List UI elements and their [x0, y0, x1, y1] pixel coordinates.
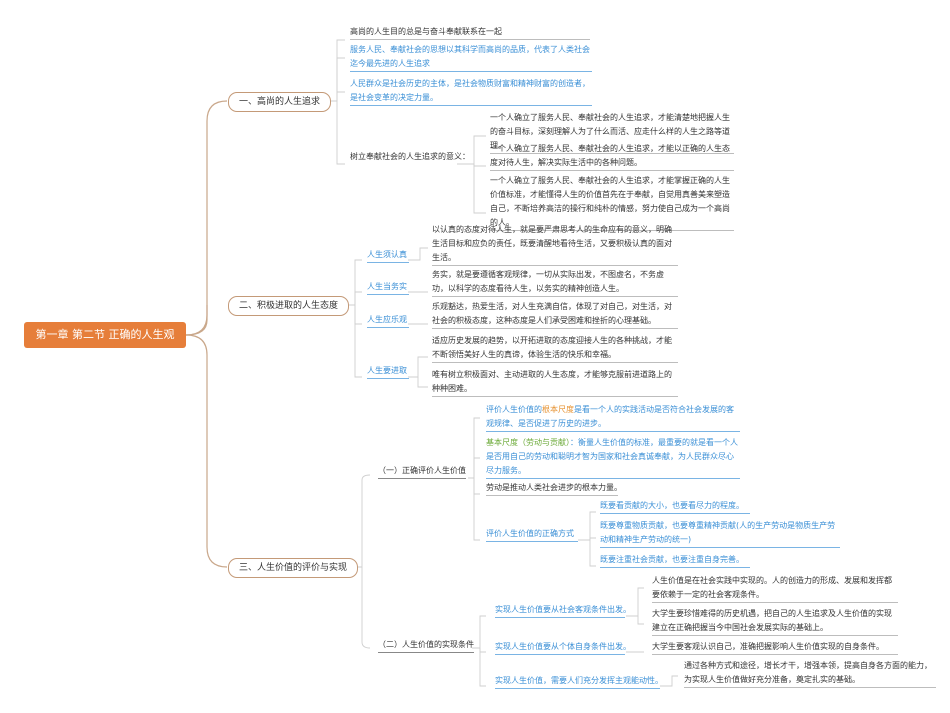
s3-method-2: 既要尊重物质贡献，也要尊重精神贡献(人的生产劳动是物质生产劳动和精神生产劳动的统…	[600, 519, 840, 548]
section2-node[interactable]: 二、积极进取的人生态度	[228, 296, 350, 316]
s3-cond-2-item: 大学生要客观认识自己，准确把握影响人生价值实现的自身条件。	[652, 640, 898, 655]
s3-cond-1-item-1: 人生价值是在社会实践中实现的。人的创造力的形成、发展和发挥都要依赖于一定的社会客…	[652, 574, 898, 603]
s2-label-2: 人生当务实	[367, 280, 409, 295]
s3-method-3: 既要注重社会贡献，也要注重自身完善。	[600, 553, 750, 568]
s2-text-3: 乐观豁达，热爱生活，对人生充满自信，体现了对自己，对生活，对社会的积极态度，这种…	[432, 300, 678, 329]
s2-text-4a: 适应历史发展的趋势，以开拓进取的态度迎接人生的各种挑战，才能不断领悟美好人生的真…	[432, 334, 678, 363]
s1-item-3: 人民群众是社会历史的主体，是社会物质财富和精神财富的创造者，是社会变革的决定力量…	[350, 77, 592, 106]
section3-node[interactable]: 三、人生价值的评价与实现	[228, 558, 359, 578]
s1-meaning-3: 一个人确立了服务人民、奉献社会的人生追求，才能掌握正确的人生价值标准，才能懂得人…	[490, 174, 734, 231]
s2-label-1: 人生须认真	[367, 248, 409, 263]
s3-eval-item-2: 基本尺度（劳动与贡献）：衡量人生价值的标准，最重要的就是看一个人是否用自己的劳动…	[486, 436, 740, 479]
s2-label-3: 人生应乐观	[367, 313, 409, 328]
s2-text-2: 务实，就是要遵循客观规律，一切从实际出发，不图虚名，不务虚功，以科学的态度看待人…	[432, 268, 678, 297]
s3-cond-1: 实现人生价值要从社会客观条件出发。	[495, 603, 631, 618]
s3-cond-3: 实现人生价值，需要人们充分发挥主观能动性。	[495, 674, 663, 689]
s3-cond-2: 实现人生价值要从个体自身条件出发。	[495, 640, 631, 655]
s3-real-label: （二）人生价值的实现条件	[378, 638, 474, 653]
s3-eval-item-2-post: ：衡量人生价值的标准，最重要的就是看一个人是否用自己的劳动和聪明才智为国家和社会…	[486, 438, 738, 475]
s2-label-4: 人生要进取	[367, 364, 409, 379]
s3-method-label: 评价人生价值的正确方式	[486, 527, 578, 542]
root-node[interactable]: 第一章 第二节 正确的人生观	[24, 322, 186, 348]
s1-meaning-2: 一个人确立了服务人民、奉献社会的人生追求，才能以正确的人生态度对待人生，解决实际…	[490, 142, 734, 171]
basic-criterion-highlight: 基本尺度（劳动与贡献）	[486, 438, 570, 447]
s3-eval-item-1-pre: 评价人生价值的	[486, 405, 542, 414]
s3-cond-1-item-2: 大学生要珍惜难得的历史机遇，把自己的人生追求及人生价值的实现建立在正确把握当今中…	[652, 607, 898, 636]
s3-eval-item-1: 评价人生价值的根本尺度是看一个人的实践活动是否符合社会发展的客观规律、是否促进了…	[486, 403, 740, 432]
section1-node[interactable]: 一、高尚的人生追求	[228, 92, 332, 112]
s3-eval-item-3: 劳动是推动人类社会进步的根本力量。	[486, 481, 622, 496]
s2-text-4b: 唯有树立积极面对、主动进取的人生态度，才能够克服前进道路上的种种困难。	[432, 368, 678, 397]
root-criterion-highlight: 根本尺度	[542, 405, 574, 414]
s1-meaning-label: 树立奉献社会的人生追求的意义：	[350, 152, 470, 161]
s1-item-2: 服务人民、奉献社会的思想以其科学而高尚的品质，代表了人类社会迄今最先进的人生追求	[350, 43, 592, 72]
s1-meaning-1: 一个人确立了服务人民、奉献社会的人生追求，才能清楚地把握人生的奋斗目标，深刻理解…	[490, 111, 734, 154]
s1-item-1: 高尚的人生目的总是与奋斗奉献联系在一起	[350, 25, 590, 40]
s2-text-1: 以认真的态度对待人生，就是要严肃思考人的生命应有的意义，明确生活目标和应负的责任…	[432, 223, 678, 266]
s3-eval-label: （一）正确评价人生价值	[378, 464, 466, 479]
s3-method-1: 既要看贡献的大小，也要看尽力的程度。	[600, 499, 750, 514]
s3-cond-3-item: 通过各种方式和途径，增长才干，增强本领，提高自身各方面的能力，为实现人生价值做好…	[684, 659, 936, 688]
s3-eval-item-1-post: 是看一个人的实践活动是否符合社会发展的客观规律、是否促进了历史的进步。	[486, 405, 734, 428]
